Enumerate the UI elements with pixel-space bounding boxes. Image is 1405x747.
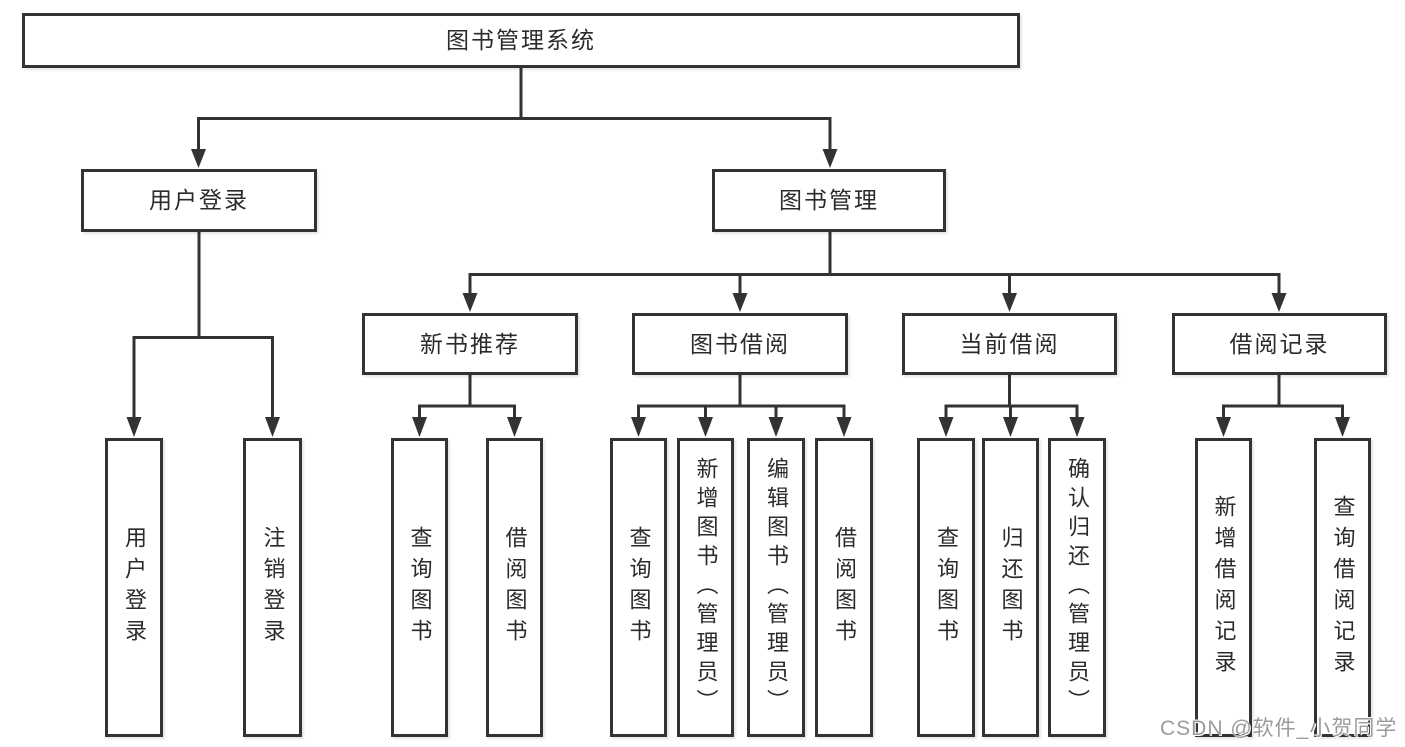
leaf-bb-add-books-label: 新增图书（管理员） <box>693 457 719 718</box>
node-user-login-label: 用户登录 <box>149 187 249 213</box>
csdn-watermark: CSDN @软件_小贺同学 <box>1160 717 1398 740</box>
leaf-user-login-label: 用户登录 <box>122 525 147 650</box>
leaf-bb-add-books: 新增图书（管理员） <box>677 438 734 737</box>
leaf-br-query-record: 查询借阅记录 <box>1314 438 1371 737</box>
leaf-logout: 注销登录 <box>243 438 302 737</box>
leaf-br-add-record-label: 新增借阅记录 <box>1211 494 1237 681</box>
node-book-borrowing: 图书借阅 <box>632 313 848 375</box>
leaf-cb-return-books: 归还图书 <box>982 438 1039 737</box>
leaf-cb-query-books-label: 查询图书 <box>934 525 959 650</box>
leaf-br-query-record-label: 查询借阅记录 <box>1330 494 1356 681</box>
node-new-book-recommend-label: 新书推荐 <box>420 330 520 357</box>
leaf-bb-edit-books: 编辑图书（管理员） <box>747 438 805 737</box>
leaf-cb-confirm-return: 确认归还（管理员） <box>1048 438 1106 737</box>
node-root: 图书管理系统 <box>22 13 1020 68</box>
leaf-bb-edit-books-label: 编辑图书（管理员） <box>764 457 789 718</box>
node-current-borrowing-label: 当前借阅 <box>959 330 1060 357</box>
node-borrow-records: 借阅记录 <box>1172 313 1387 375</box>
node-book-management: 图书管理 <box>712 169 946 232</box>
leaf-br-add-record: 新增借阅记录 <box>1195 438 1252 737</box>
leaf-bb-borrow-books: 借阅图书 <box>815 438 873 737</box>
leaf-nb-query-books: 查询图书 <box>391 438 448 737</box>
leaf-bb-borrow-books-label: 借阅图书 <box>832 525 857 650</box>
node-user-login: 用户登录 <box>81 169 317 232</box>
leaf-cb-query-books: 查询图书 <box>917 438 975 737</box>
node-new-book-recommend: 新书推荐 <box>362 313 578 375</box>
node-book-borrowing-label: 图书借阅 <box>690 330 790 357</box>
leaf-logout-label: 注销登录 <box>260 525 286 650</box>
node-current-borrowing: 当前借阅 <box>902 313 1117 375</box>
leaf-bb-query-books: 查询图书 <box>610 438 667 737</box>
leaf-nb-borrow-books: 借阅图书 <box>486 438 543 737</box>
leaf-nb-query-books-label: 查询图书 <box>407 525 433 650</box>
leaf-nb-borrow-books-label: 借阅图书 <box>502 525 528 650</box>
leaf-user-login: 用户登录 <box>105 438 163 737</box>
leaf-cb-return-books-label: 归还图书 <box>998 525 1024 650</box>
leaf-cb-confirm-return-label: 确认归还（管理员） <box>1065 457 1090 718</box>
node-borrow-records-label: 借阅记录 <box>1229 330 1330 357</box>
node-book-management-label: 图书管理 <box>779 187 879 213</box>
node-root-label: 图书管理系统 <box>446 27 596 53</box>
leaf-bb-query-books-label: 查询图书 <box>626 525 652 650</box>
